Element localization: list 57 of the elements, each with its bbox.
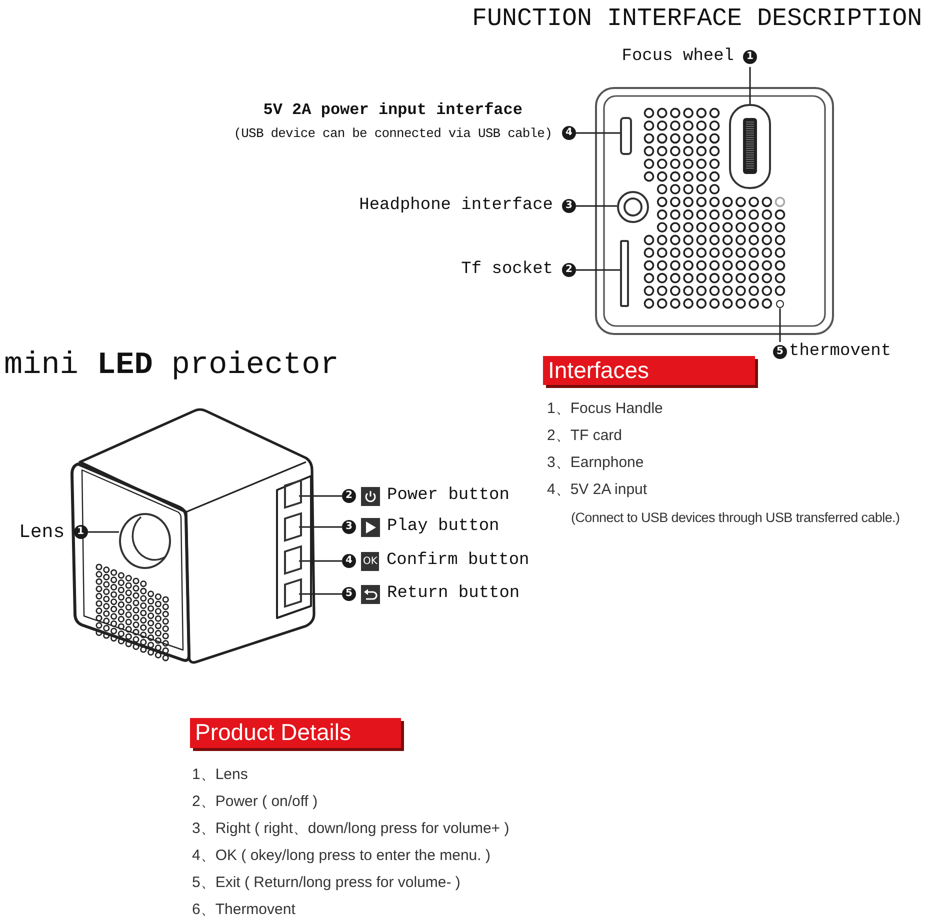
callout-number: 4 — [342, 554, 356, 568]
callout-number: 3 — [342, 520, 356, 534]
callout-number: 4 — [562, 126, 576, 140]
section-banner: Interfaces — [543, 356, 755, 385]
list-item: 3、Earnphone — [547, 453, 644, 473]
title: FUNCTION INTERFACE DESCRIPTION — [472, 4, 922, 34]
part-label: Play button — [387, 517, 500, 537]
leader-line — [576, 269, 620, 271]
part-label: Lens — [19, 521, 65, 543]
ok-key: OK — [361, 552, 380, 570]
callout-number: 1 — [743, 50, 757, 64]
leader-line — [88, 531, 119, 533]
list-note: (Connect to USB devices through USB transferred cable.) — [571, 509, 900, 527]
usb-port — [620, 117, 632, 155]
button — [284, 512, 302, 542]
leader-line — [576, 205, 617, 207]
button — [284, 479, 302, 509]
leader-line — [749, 67, 751, 104]
card-slot — [620, 240, 629, 307]
leader-line — [779, 308, 781, 342]
leader-line — [299, 560, 342, 562]
list-item: 1、Focus Handle — [547, 399, 663, 419]
part-label: Tf socket — [461, 260, 553, 280]
list-item: 3、Right ( right、down/long press for volume+ ) — [192, 819, 510, 839]
focus-wheel — [729, 104, 771, 189]
part-label: Return button — [387, 584, 520, 604]
part-label: Focus wheel — [622, 47, 734, 67]
headphone-jack — [617, 191, 649, 223]
callout-number: 2 — [562, 263, 576, 277]
leader-line — [299, 495, 342, 497]
heading: mini LED proiector — [4, 347, 339, 385]
leader-line — [299, 593, 342, 595]
callout-number: 3 — [562, 199, 576, 213]
list-item: 4、OK ( okey/long press to enter the menu. ) — [192, 846, 490, 866]
part-label: Power button — [387, 486, 510, 506]
part-label: 5V 2A power input interface — [263, 101, 522, 120]
lens — [119, 513, 171, 569]
part-label: Headphone interface — [359, 196, 553, 216]
part-label: Confirm button — [386, 551, 530, 571]
section-banner: Product Details — [190, 718, 401, 748]
callout-number: 5 — [773, 345, 787, 359]
button — [284, 578, 302, 608]
list-item: 5、Exit ( Return/long press for volume- ) — [192, 873, 460, 893]
callout-number: 2 — [342, 489, 356, 503]
part-note: (USB device can be connected via USB cable) — [234, 126, 552, 142]
part-label: thermovent — [789, 342, 892, 362]
leader-line — [576, 132, 620, 134]
list-item: 4、5V 2A input — [547, 480, 648, 500]
list-item: 2、Power ( on/off ) — [192, 792, 318, 812]
leader-line — [299, 526, 342, 528]
list-item: 2、TF card — [547, 426, 622, 446]
callout-number: 1 — [74, 525, 88, 539]
vent-hole — [776, 300, 784, 308]
list-item: 1、Lens — [192, 765, 248, 785]
list-item: 6、Thermovent — [192, 900, 296, 920]
button — [284, 545, 302, 575]
callout-number: 5 — [342, 587, 356, 601]
